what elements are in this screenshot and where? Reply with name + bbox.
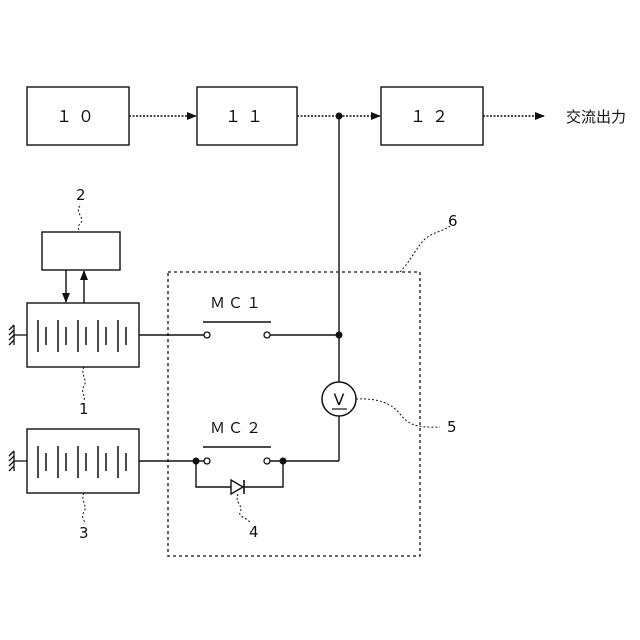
ref-5: 5 — [447, 418, 457, 436]
controller-block — [42, 232, 120, 270]
block-12-label: １２ — [410, 107, 454, 126]
diode-4 — [196, 461, 283, 494]
switch-mc2-label: ＭＣ２ — [210, 419, 264, 437]
block-11-label: １１ — [225, 107, 269, 126]
block-11: １１ — [197, 87, 297, 145]
ref-3-leader — [83, 493, 86, 524]
ref-1-leader — [83, 367, 86, 400]
ref-3: 3 — [79, 524, 89, 542]
switch-mc2: ＭＣ２ — [203, 419, 271, 464]
ref-5-leader — [356, 399, 440, 427]
switch-mc1-label: ＭＣ１ — [210, 294, 264, 312]
switch-unit-box — [168, 272, 420, 556]
switch-mc1: ＭＣ１ — [203, 294, 271, 338]
ref-2-leader — [78, 206, 82, 232]
ac-output-label: 交流出力 — [566, 108, 626, 126]
ground-3-icon — [9, 451, 27, 471]
block-10: １０ — [27, 87, 129, 145]
ref-4: 4 — [249, 523, 259, 541]
block-10-label: １０ — [56, 107, 100, 126]
ref-6: 6 — [448, 212, 458, 230]
block-12: １２ — [381, 87, 483, 145]
ref-2: 2 — [76, 186, 86, 204]
battery-1 — [27, 303, 139, 367]
ref-6-leader — [400, 226, 450, 272]
ref-1: 1 — [79, 400, 89, 418]
battery-3 — [27, 429, 139, 493]
voltmeter: V — [322, 382, 356, 416]
voltmeter-symbol: V — [334, 390, 345, 409]
ref-4-leader — [237, 494, 250, 522]
ground-1-icon — [9, 325, 27, 345]
